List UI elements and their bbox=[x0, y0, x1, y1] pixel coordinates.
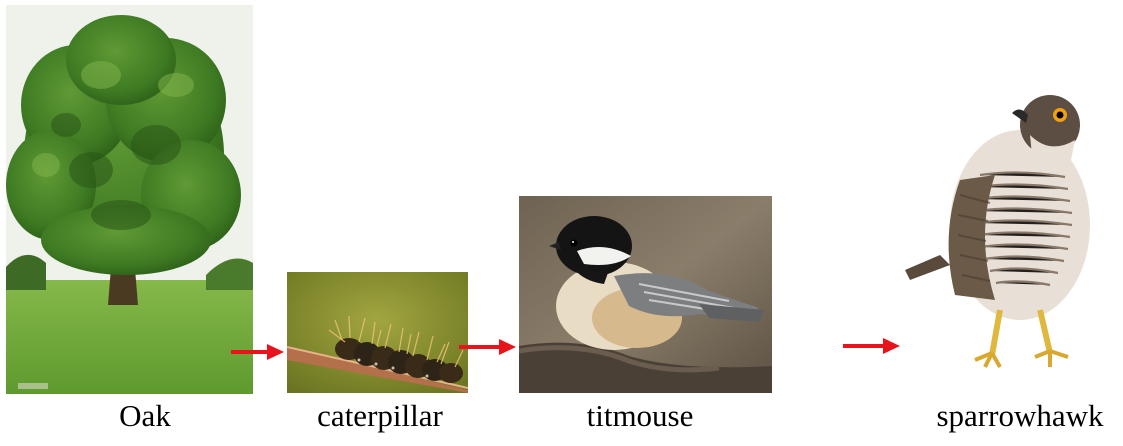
oak-tree-photo bbox=[6, 5, 253, 394]
label-oak: Oak bbox=[95, 398, 195, 434]
right-arrow-icon bbox=[229, 342, 285, 362]
label-titmouse: titmouse bbox=[560, 398, 720, 434]
arrow-titmouse-to-sparrowhawk bbox=[841, 336, 901, 356]
arrow-oak-to-caterpillar bbox=[229, 342, 285, 362]
label-caterpillar: caterpillar bbox=[300, 398, 460, 434]
arrow-caterpillar-to-titmouse bbox=[457, 337, 517, 357]
titmouse-photo bbox=[519, 196, 772, 393]
sparrowhawk-photo bbox=[900, 85, 1115, 385]
label-sparrowhawk: sparrowhawk bbox=[920, 398, 1120, 434]
caterpillar-photo bbox=[287, 272, 468, 393]
right-arrow-icon bbox=[841, 336, 901, 356]
right-arrow-icon bbox=[457, 337, 517, 357]
